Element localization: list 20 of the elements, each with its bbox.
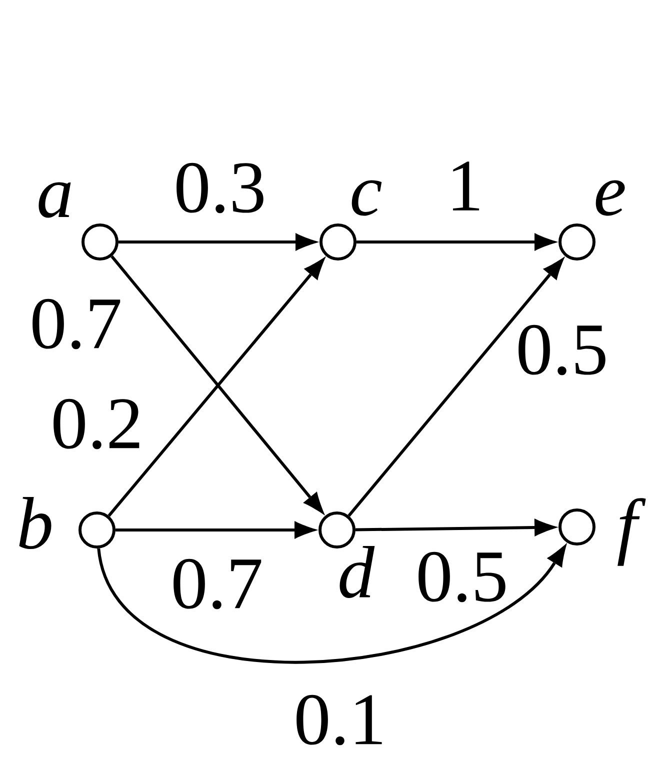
- edge-label: 0.2: [50, 398, 144, 450]
- vertex-label: a: [38, 182, 71, 218]
- vertex-label: e: [596, 180, 625, 216]
- vertex-label: f: [618, 498, 646, 566]
- vertex-label: c: [352, 180, 382, 216]
- vertex-label: d: [340, 546, 375, 598]
- curved-arrow: [97, 542, 568, 664]
- edge-label: 0.5: [414, 550, 510, 604]
- edge-label: 0.7: [170, 558, 264, 610]
- arrow: [355, 518, 558, 537]
- arrow: [356, 233, 558, 251]
- arrow: [118, 233, 320, 251]
- arrow: [116, 521, 318, 539]
- edge-label: 0.1: [292, 694, 388, 746]
- arrow: [348, 256, 566, 517]
- vertex-label: b: [19, 496, 52, 550]
- edge-label: 0.5: [514, 324, 610, 376]
- edge-label: 1: [446, 160, 484, 212]
- edge-label: 0.3: [172, 162, 268, 214]
- edge-label: 0.7: [28, 298, 124, 350]
